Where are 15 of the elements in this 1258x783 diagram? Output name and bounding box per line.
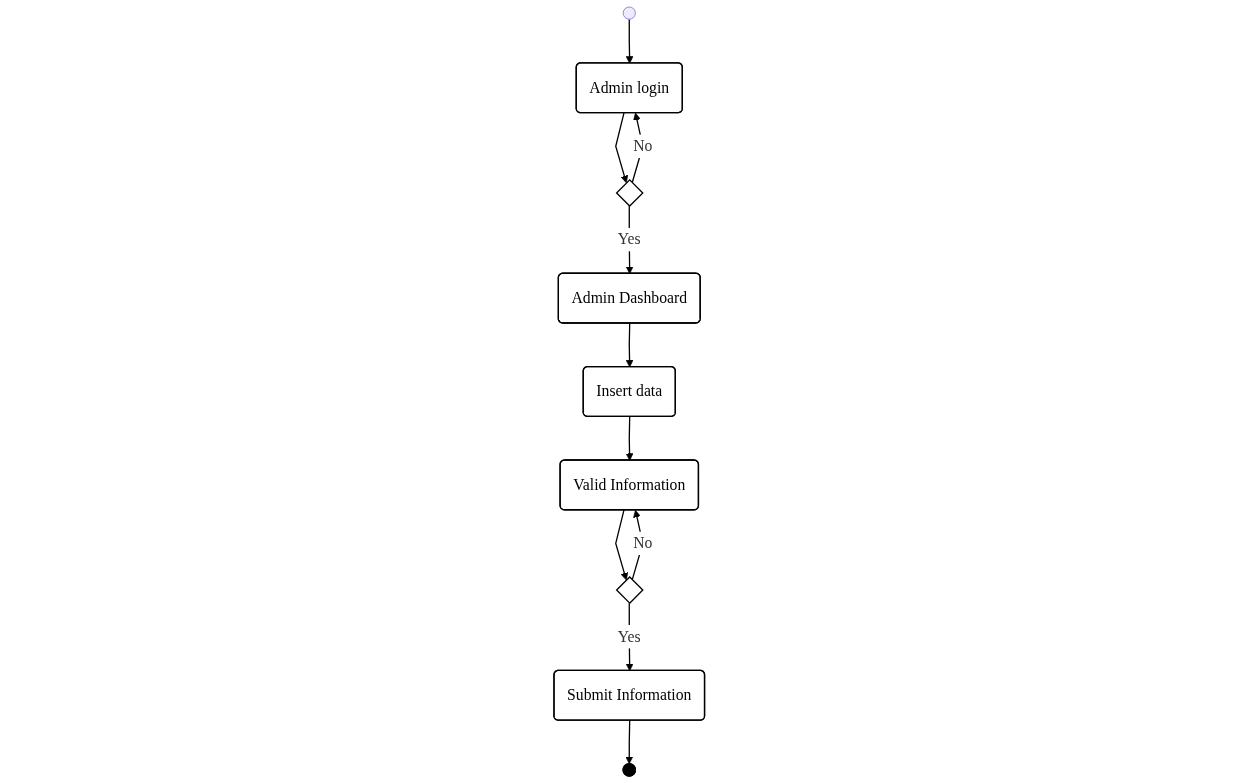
node-diamond (615, 178, 644, 207)
node-circle (622, 6, 636, 20)
arrow (631, 112, 644, 184)
arrow (625, 416, 634, 461)
arrow (614, 509, 628, 581)
arrow (614, 112, 628, 184)
edge-label: No (632, 137, 653, 155)
edge-label: Yes (617, 627, 641, 646)
edge-label: Yes (617, 230, 641, 248)
arrow (631, 509, 644, 581)
node-diamond (615, 576, 644, 605)
arrow (625, 719, 633, 765)
edge-label: No (632, 534, 653, 552)
arrow (625, 322, 634, 368)
arrow (625, 18, 634, 64)
